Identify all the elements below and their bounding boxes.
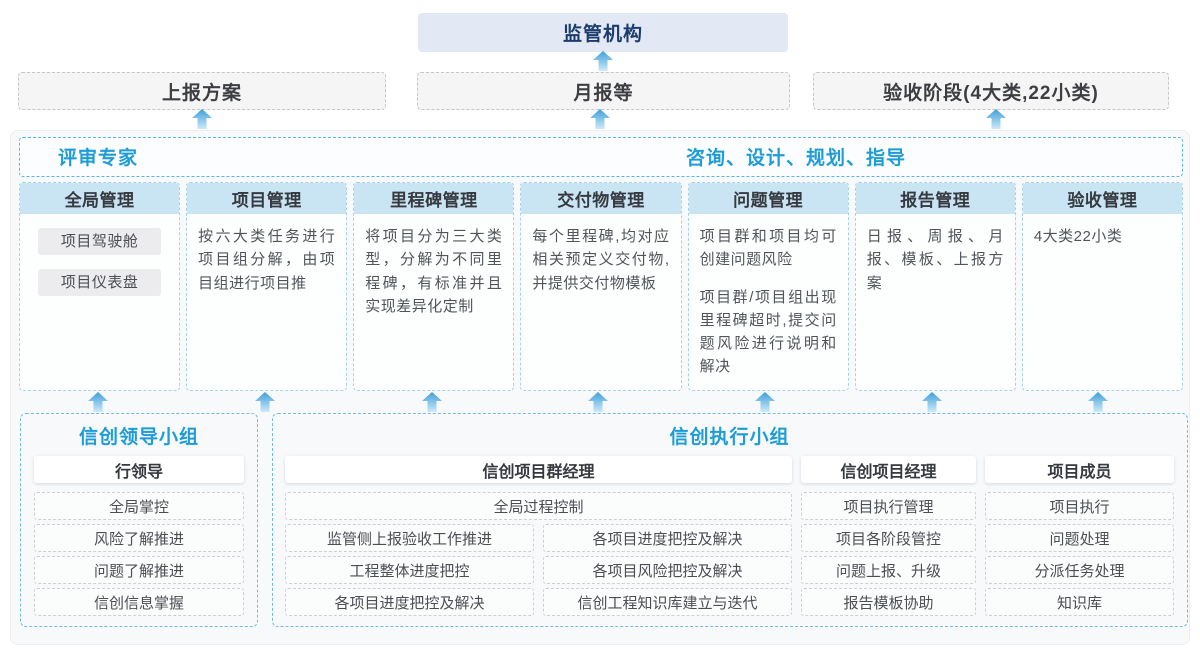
column-project-management: 项目管理 按六大类任务进行项目组分解，由项目组进行项目推 [186,182,348,391]
management-panel: 评审专家 咨询、设计、规划、指导 全局管理 项目驾驶舱 项目仪表盘 项目管理 按… [10,130,1190,645]
up-arrow-col-7 [1088,392,1108,412]
pgm-item: 各项目风险把控及解决 [543,556,792,584]
up-arrow-col-2 [255,392,275,412]
column-body: 按六大类任务进行项目组分解，由项目组进行项目推 [198,228,336,292]
up-arrow-col-6 [922,392,942,412]
up-arrow-to-regulator [593,51,613,71]
execution-group-panel: 信创执行小组 信创项目群经理 全局过程控制 监管侧上报验收工作推进 各项目进度把… [272,413,1188,627]
pm-item: 项目各阶段管控 [801,524,976,552]
project-manager-column: 信创项目经理 项目执行管理 项目各阶段管控 问题上报、升级 报告模板协助 [801,456,976,620]
issue-paragraph-2: 项目群/项目组出现里程碑超时,提交问题风险进行说明和解决 [699,288,837,376]
project-cockpit-chip: 项目驾驶舱 [38,228,162,255]
execution-columns: 信创项目群经理 全局过程控制 监管侧上报验收工作推进 各项目进度把控及解决 工程… [285,456,1174,620]
member-item: 问题处理 [985,524,1174,552]
up-arrow-to-monthly-report [590,109,610,129]
column-body: 项目群和项目均可创建问题风险 项目群/项目组出现里程碑超时,提交问题风险进行说明… [689,214,848,390]
up-arrow-col-3 [422,392,442,412]
column-deliverable-management: 交付物管理 每个里程碑,均对应相关预定义交付物,并提供交付物模板 [520,182,682,391]
monthly-report-box: 月报等 [417,72,790,110]
column-title: 交付物管理 [521,183,681,214]
column-body: 日报、周报、月报、模板、上报方案 [866,228,1004,292]
pm-item: 问题上报、升级 [801,556,976,584]
lead-item: 信创信息掌握 [34,588,244,616]
program-manager-column: 信创项目群经理 全局过程控制 监管侧上报验收工作推进 各项目进度把控及解决 工程… [285,456,792,620]
bank-leader-role-box: 行领导 [34,456,244,483]
column-title: 里程碑管理 [354,183,514,214]
pgm-item-full: 全局过程控制 [285,492,792,520]
up-arrow-to-acceptance-stage [986,109,1006,129]
leadership-group-title: 信创领导小组 [78,426,199,448]
acceptance-stage-box: 验收阶段(4大类,22小类) [813,72,1169,110]
project-member-role-box: 项目成员 [985,456,1174,483]
project-member-column: 项目成员 项目执行 问题处理 分派任务处理 知识库 [985,456,1174,620]
lead-item: 问题了解推进 [34,556,244,584]
review-experts-label: 评审专家 [58,148,139,169]
regulator-box: 监管机构 [418,13,788,52]
column-title: 报告管理 [855,183,1015,214]
experts-strip: 评审专家 咨询、设计、规划、指导 [19,137,1183,177]
column-report-management: 报告管理 日报、周报、月报、模板、上报方案 [854,182,1016,391]
report-plan-box: 上报方案 [18,72,386,110]
column-issue-management: 问题管理 项目群和项目均可创建问题风险 项目群/项目组出现里程碑超时,提交问题风… [687,182,849,391]
pgm-item: 监管侧上报验收工作推进 [285,524,534,552]
member-item: 项目执行 [985,492,1174,520]
up-arrow-to-report-plan [192,109,212,129]
pm-item: 项目执行管理 [801,492,976,520]
lead-item: 全局掌控 [34,492,244,520]
pgm-item: 各项目进度把控及解决 [543,524,792,552]
project-dashboard-chip: 项目仪表盘 [38,269,162,296]
column-title: 项目管理 [187,183,347,214]
issue-paragraph-1: 项目群和项目均可创建问题风险 [699,228,837,269]
pgm-item-grid: 监管侧上报验收工作推进 各项目进度把控及解决 工程整体进度把控 各项目风险把控及… [285,524,792,620]
up-arrow-col-5 [755,392,775,412]
column-body: 将项目分为三大类型，分解为不同里程碑，有标准并且实现差异化定制 [365,228,503,315]
column-milestone-management: 里程碑管理 将项目分为三大类型，分解为不同里程碑，有标准并且实现差异化定制 [353,182,515,391]
column-title: 全局管理 [20,183,180,214]
column-global-management: 全局管理 项目驾驶舱 项目仪表盘 [19,182,181,391]
pm-item: 报告模板协助 [801,588,976,616]
member-item: 知识库 [985,588,1174,616]
member-item: 分派任务处理 [985,556,1174,584]
management-columns: 全局管理 项目驾驶舱 项目仪表盘 项目管理 按六大类任务进行项目组分解，由项目组… [19,182,1183,391]
execution-group-title: 信创执行小组 [669,426,790,448]
column-body: 4大类22小类 [1033,228,1123,245]
up-arrow-col-4 [588,392,608,412]
pgm-item: 各项目进度把控及解决 [285,588,534,616]
pgm-item: 工程整体进度把控 [285,556,534,584]
program-manager-role-box: 信创项目群经理 [285,456,792,483]
column-body: 项目驾驶舱 项目仪表盘 [20,214,179,321]
column-acceptance-management: 验收管理 4大类22小类 [1021,182,1183,391]
pgm-item: 信创工程知识库建立与迭代 [543,588,792,616]
column-title: 验收管理 [1022,183,1182,214]
leadership-group-panel: 信创领导小组 行领导 全局掌控 风险了解推进 问题了解推进 信创信息掌握 [20,413,258,627]
up-arrow-col-1 [88,392,108,412]
project-manager-role-box: 信创项目经理 [801,456,976,483]
column-title: 问题管理 [688,183,848,214]
consulting-design-label: 咨询、设计、规划、指导 [686,148,907,169]
lead-item: 风险了解推进 [34,524,244,552]
column-body: 每个里程碑,均对应相关预定义交付物,并提供交付物模板 [532,228,670,292]
